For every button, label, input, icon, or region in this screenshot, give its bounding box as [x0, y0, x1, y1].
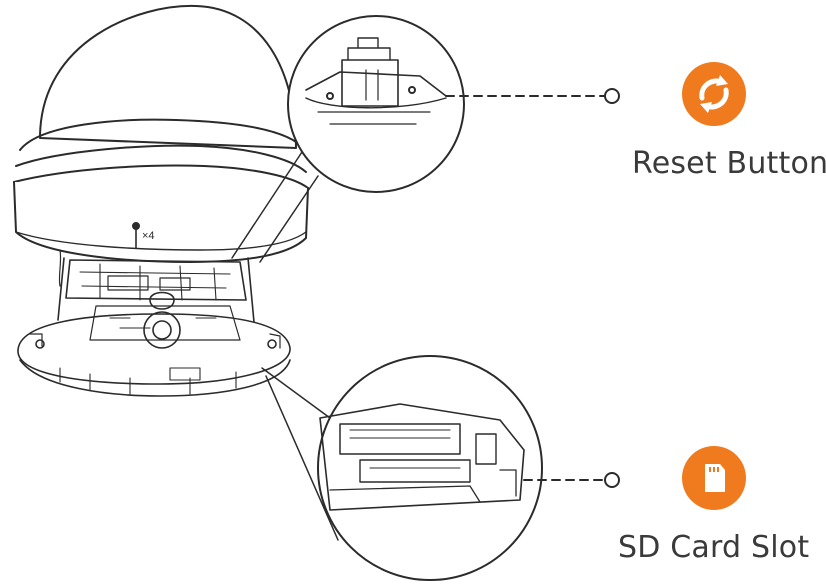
- sd-detail-circle: [261, 355, 543, 581]
- dome-rim: [19, 118, 306, 151]
- sd-leader-end: [604, 472, 620, 488]
- reset-icon: [682, 62, 746, 126]
- dome-camera: [13, 4, 309, 263]
- screw-count-marking: ×4: [142, 230, 155, 242]
- sd-card-slot-label: SD Card Slot: [618, 530, 810, 565]
- base-ring: [17, 313, 291, 385]
- leader-lines: [445, 88, 620, 488]
- dome-cover: [39, 4, 297, 149]
- reset-leader-end: [604, 88, 620, 104]
- sd-card-icon: [682, 446, 746, 510]
- camera-internals: [17, 249, 291, 397]
- reset-button-label: Reset Button: [632, 146, 826, 181]
- reset-detail-circle: [231, 15, 465, 263]
